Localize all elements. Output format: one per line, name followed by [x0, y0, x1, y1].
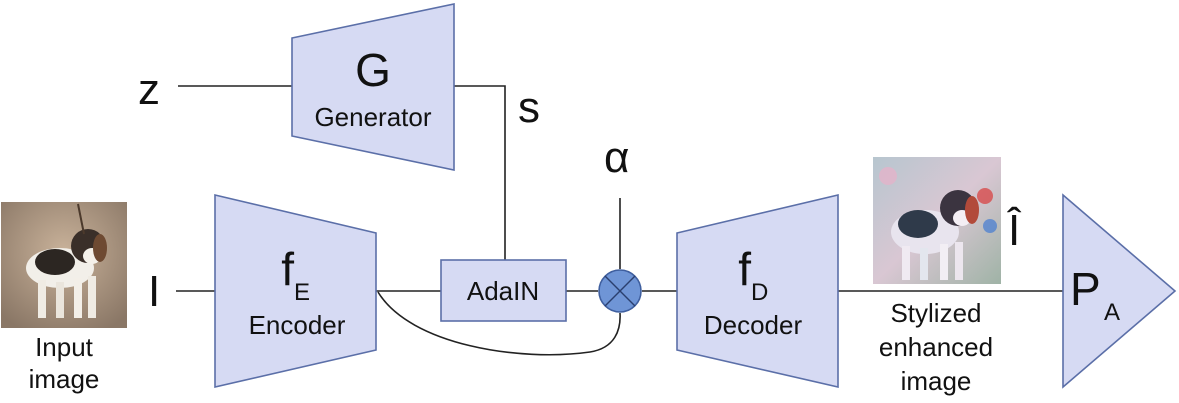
- predictor-subscript: A: [1104, 299, 1120, 326]
- generator-to-adain-line: [454, 85, 506, 260]
- encoder-label: Encoder: [249, 310, 346, 340]
- decoder-label: Decoder: [704, 310, 803, 340]
- output-caption-line-3: image: [901, 366, 972, 396]
- circle-cross-icon: [598, 269, 642, 313]
- decoder-trapezoid: [676, 193, 839, 389]
- adain-box: [440, 259, 567, 322]
- adain-block: AdaIN: [440, 259, 567, 322]
- decoder-subscript: D: [751, 279, 768, 306]
- stylized-puppy-photo-icon: [873, 157, 1001, 284]
- adain-label: AdaIN: [467, 276, 539, 306]
- predictor-symbol: P: [1070, 263, 1101, 315]
- encoder-subscript: E: [294, 279, 310, 306]
- s-label: s: [518, 83, 540, 132]
- decoder-block: f D Decoder: [676, 193, 839, 389]
- encoder-symbol: f: [281, 243, 294, 295]
- generator-trapezoid: [291, 3, 455, 171]
- encoder-block: f E Encoder: [214, 193, 377, 389]
- z-label: z: [138, 65, 160, 114]
- input-caption-line-2: image: [29, 364, 100, 394]
- predictor-triangle: [1062, 193, 1177, 389]
- input-caption-line-1: Input: [35, 332, 94, 362]
- generator-symbol: G: [355, 44, 391, 96]
- decoder-symbol: f: [738, 243, 751, 295]
- output-caption-line-1: Stylized: [890, 298, 981, 328]
- predictor-block: P A: [1062, 193, 1177, 389]
- input-label: I: [148, 267, 160, 316]
- connections: [176, 85, 1063, 356]
- output-label: Î: [1007, 206, 1022, 255]
- alpha-label: α: [604, 133, 629, 182]
- generator-block: G Generator: [291, 3, 455, 171]
- generator-label: Generator: [314, 102, 431, 132]
- puppy-photo-icon: [1, 202, 127, 328]
- encoder-trapezoid: [214, 193, 377, 389]
- output-caption-line-2: enhanced: [879, 332, 993, 362]
- encoder-skip-connection: [377, 291, 621, 356]
